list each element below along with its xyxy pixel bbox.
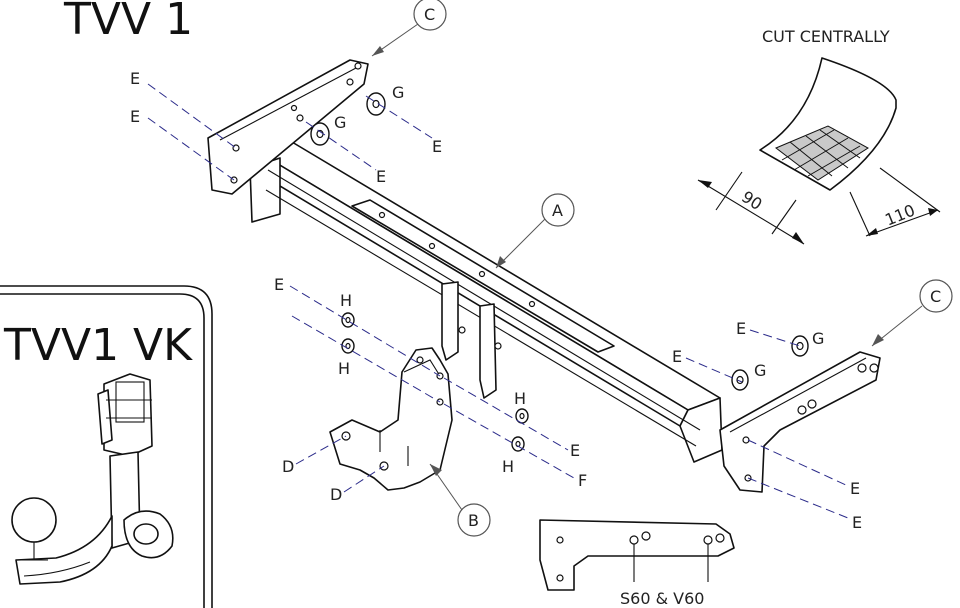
main-title: TVV 1 xyxy=(63,0,193,45)
label-g: G xyxy=(812,329,824,348)
left-side-bracket xyxy=(207,59,369,195)
callout-c-top: C xyxy=(371,0,447,57)
label-e: E xyxy=(852,513,862,532)
bolt-axis-lines xyxy=(147,83,849,519)
label-g: G xyxy=(754,361,766,380)
label-e: E xyxy=(130,69,140,88)
label-h: H xyxy=(514,389,526,408)
callout-b: B xyxy=(429,463,491,537)
label-e: E xyxy=(570,441,580,460)
label-e: E xyxy=(432,137,442,156)
label-d: D xyxy=(282,457,294,476)
crossbeam xyxy=(249,141,723,463)
s60-v60-bracket: S60 & V60 xyxy=(539,519,735,608)
right-side-bracket xyxy=(719,351,881,493)
label-e: E xyxy=(274,275,284,294)
washers xyxy=(310,92,809,452)
label-g: G xyxy=(334,113,346,132)
callout-c-label: C xyxy=(424,5,435,24)
label-e: E xyxy=(130,107,140,126)
variant-caption: S60 & V60 xyxy=(620,589,704,608)
label-e: E xyxy=(736,319,746,338)
callout-b-label: B xyxy=(468,511,479,530)
label-e: E xyxy=(850,479,860,498)
label-e: E xyxy=(376,167,386,186)
label-d: D xyxy=(330,485,342,504)
label-h: H xyxy=(340,291,352,310)
cut-detail: CUT CENTRALLY 90 110 xyxy=(697,27,941,245)
dim-left: 90 xyxy=(738,187,765,214)
callout-c-right: C xyxy=(871,279,953,347)
callout-c-label: C xyxy=(930,287,941,306)
part-labels: E E G G E E E H H H H E F D D E G E G E … xyxy=(130,69,862,532)
callout-a-label: A xyxy=(552,201,563,220)
callout-a: A xyxy=(495,193,575,269)
label-g: G xyxy=(392,83,404,102)
detachable-ball-hitch-illustration xyxy=(11,373,174,585)
cut-note: CUT CENTRALLY xyxy=(762,27,890,46)
label-h: H xyxy=(502,457,514,476)
label-e: E xyxy=(672,347,682,366)
label-h: H xyxy=(338,359,350,378)
variant-panel: TVV1 VK xyxy=(0,285,213,608)
label-f: F xyxy=(578,471,587,490)
variant-title: TVV1 VK xyxy=(3,320,193,371)
dim-right: 110 xyxy=(882,201,917,230)
